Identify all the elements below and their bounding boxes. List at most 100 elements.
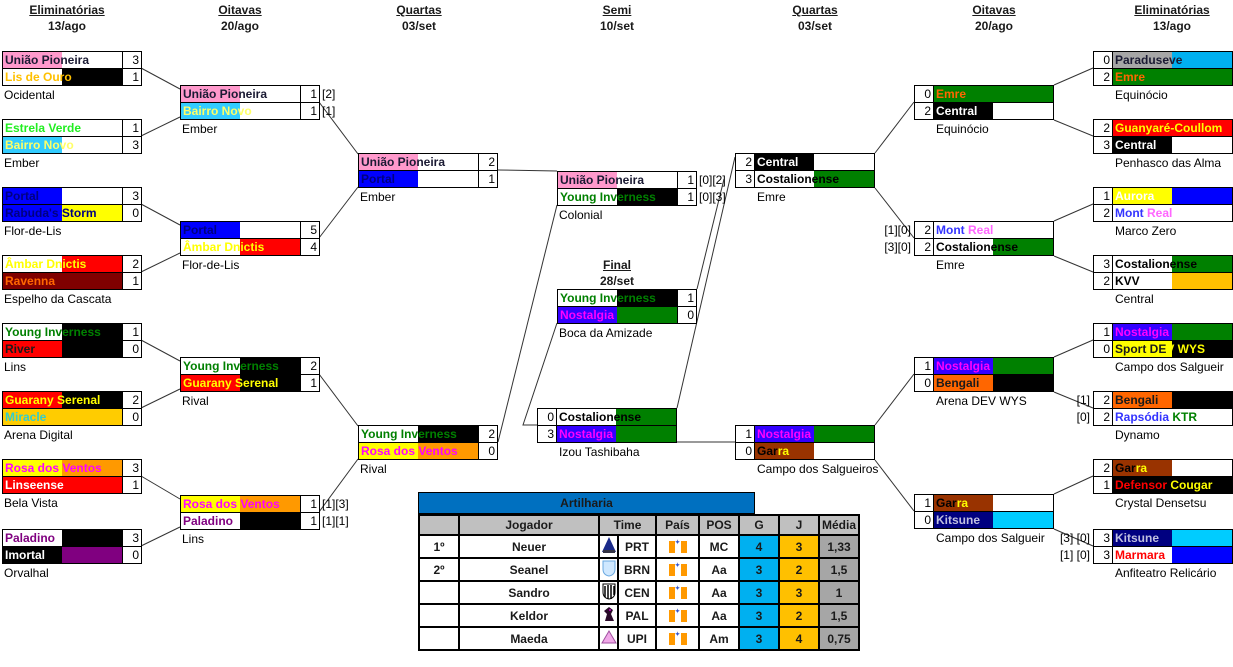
penalty-score: [1] [1076, 393, 1090, 407]
team-name-segment: KTR [1172, 410, 1198, 424]
bracket-connector-line [140, 203, 181, 226]
team-score: 3 [122, 188, 141, 204]
team-name-segment: Defensor [1115, 478, 1171, 492]
team-name-segment: Âmbar Dnictis [5, 257, 87, 271]
team-name-segment: KVV [1115, 274, 1140, 288]
team-name: Nostalgia [557, 426, 676, 442]
team-name: Rabuda's Storm [3, 205, 122, 221]
round-title: Final [602, 258, 631, 272]
round-date: 10/set [599, 19, 635, 33]
flag-icon [668, 562, 687, 577]
bracket-connector-line [874, 101, 915, 154]
team-code: BRN [617, 557, 657, 582]
match-venue: Marco Zero [1115, 224, 1177, 238]
header-left-r1: Eliminatórias 13/ago [0, 2, 147, 34]
team-score: 1 [300, 375, 319, 391]
col-header-rank [418, 514, 460, 536]
team-name-segment: Estrela Verde [5, 121, 82, 135]
round-date: 13/ago [1152, 19, 1191, 33]
bracket-connector-line [140, 339, 181, 362]
match-venue: Campo dos Salgueir [936, 531, 1045, 545]
team-name-segment: ra [1135, 461, 1148, 475]
penalty-score: [1] [0] [1059, 548, 1090, 562]
round-date: 13/ago [47, 19, 86, 33]
team-score: 0 [122, 547, 141, 563]
team-name-segment: Real [968, 223, 994, 237]
team-name-segment: Mont [1115, 206, 1147, 220]
team-name: Young Inverness [181, 358, 300, 374]
team-score: 1 [122, 477, 141, 493]
team-name-segment: Real [1147, 206, 1173, 220]
portal-logo [601, 537, 616, 556]
scorer-row: 2ºSeanelBRNAa321,5 [418, 557, 860, 582]
penalty-score: [1][0] [884, 223, 911, 237]
team-logo-icon [598, 580, 619, 605]
team-score: 3 [122, 460, 141, 476]
team-name-segment: Central [757, 155, 799, 169]
bracket-connector-line [874, 187, 915, 239]
team-name: Aurora [1113, 188, 1232, 204]
team-name-segment: Central [1115, 138, 1157, 152]
team-name: Costalionense [1113, 256, 1232, 272]
team-name: Paladino [181, 513, 300, 529]
match-venue: Flor-de-Lis [4, 224, 62, 238]
penalty-score: [2] [322, 87, 336, 101]
team-score: 0 [915, 375, 934, 391]
match-venue: Boca da Amizade [559, 326, 653, 340]
team-name-segment: Emre [1115, 70, 1146, 84]
country-flag-cell [655, 580, 700, 605]
match-venue: Orvalhal [4, 566, 49, 580]
average-cell: 0,75 [818, 626, 860, 651]
top-scorers-title: Artilharia [418, 492, 755, 514]
round-date: 28/set [599, 274, 635, 288]
team-name-segment: Central [936, 104, 978, 118]
bracket-connector-line [1053, 528, 1094, 547]
team-score: 3 [122, 137, 141, 153]
team-name: River [3, 341, 122, 357]
team-score: 3 [1094, 530, 1113, 546]
team-name-segment: Gar [1115, 461, 1136, 475]
team-name-segment: Young Inverness [5, 325, 101, 339]
team-name-segment: Paladino [183, 514, 234, 528]
team-score: 1 [300, 86, 319, 102]
bracket-connector-line [140, 67, 181, 90]
team-name-segment: Costalionense [936, 240, 1019, 254]
games-cell: 4 [778, 626, 820, 651]
match-venue: Penhasco das Alma [1115, 156, 1222, 170]
team-name-segment: Ravenna [5, 274, 56, 288]
team-name-segment: V WYS [1166, 342, 1206, 356]
team-score: 0 [915, 86, 934, 102]
country-flag-cell [655, 603, 700, 628]
goals-cell: 3 [738, 603, 780, 628]
team-name: Central [755, 154, 874, 170]
rank-cell [418, 603, 460, 628]
team-name-segment: Aurora [1115, 189, 1155, 203]
team-score: 2 [915, 239, 934, 255]
flag-icon [668, 631, 687, 646]
bracket-connector-line [1053, 119, 1094, 137]
team-score: 2 [1094, 205, 1113, 221]
team-name: Portal [181, 222, 300, 238]
team-name: Rapsódia KTR [1113, 409, 1232, 425]
team-name-segment: Bengali [936, 376, 980, 390]
team-name: KVV [1113, 273, 1232, 289]
match-venue: Flor-de-Lis [182, 258, 240, 272]
team-name-segment: União Pioneira [361, 155, 446, 169]
